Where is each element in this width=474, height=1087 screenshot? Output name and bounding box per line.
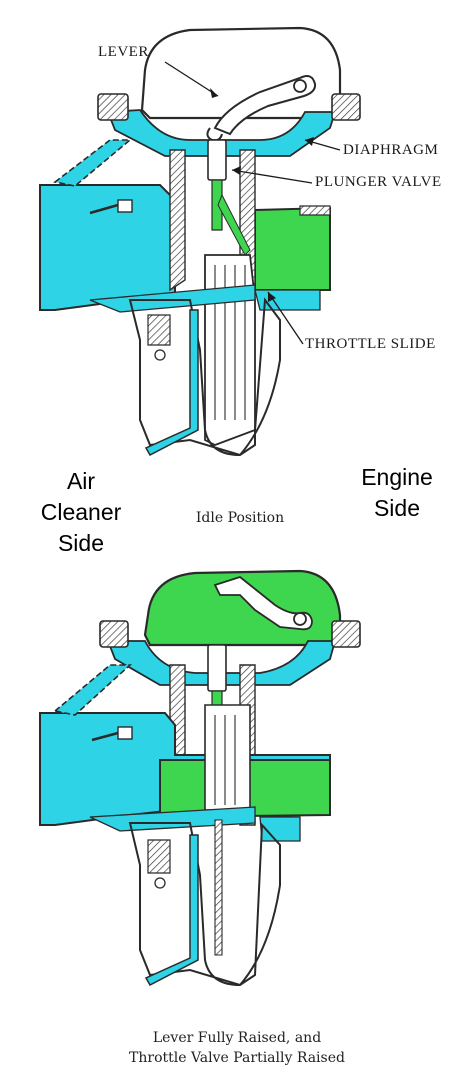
label-plunger-valve: PLUNGER VALVE	[315, 174, 442, 190]
air-inlet	[39, 184, 176, 311]
caption-lever-raised: Lever Fully Raised, and Throttle Valve P…	[40, 1028, 434, 1068]
engine-outlet	[254, 206, 331, 291]
float-bowl	[128, 297, 281, 457]
central-body-wall-left	[169, 149, 186, 292]
engine-side-line-1: Engine	[361, 464, 433, 490]
lever	[213, 75, 317, 136]
carburetor-diagram-raised	[39, 569, 361, 987]
carburetor-diagram-idle	[39, 26, 361, 457]
lever	[213, 575, 313, 631]
label-throttle-slide: THROTTLE SLIDE	[305, 336, 436, 352]
caption-bottom-line-2: Throttle Valve Partially Raised	[129, 1050, 345, 1066]
label-diaphragm: DIAPHRAGM	[343, 142, 439, 158]
air-cleaner-line-2: Cleaner	[40, 499, 122, 525]
engine-side-line-2: Side	[373, 495, 421, 521]
caption-bottom-line-1: Lever Fully Raised, and	[152, 1030, 322, 1046]
caption-idle-position: Idle Position	[195, 510, 285, 526]
left-knob	[97, 93, 129, 121]
plunger-valve	[207, 139, 227, 181]
label-lever: LEVER	[98, 44, 149, 60]
engine-side-label: Engine Side	[338, 462, 456, 524]
throttle-slide	[204, 254, 256, 446]
air-cleaner-line-1: Air	[66, 468, 96, 494]
air-cleaner-line-3: Side	[57, 530, 105, 556]
air-cleaner-side-label: Air Cleaner Side	[22, 466, 140, 559]
right-knob	[331, 93, 361, 121]
